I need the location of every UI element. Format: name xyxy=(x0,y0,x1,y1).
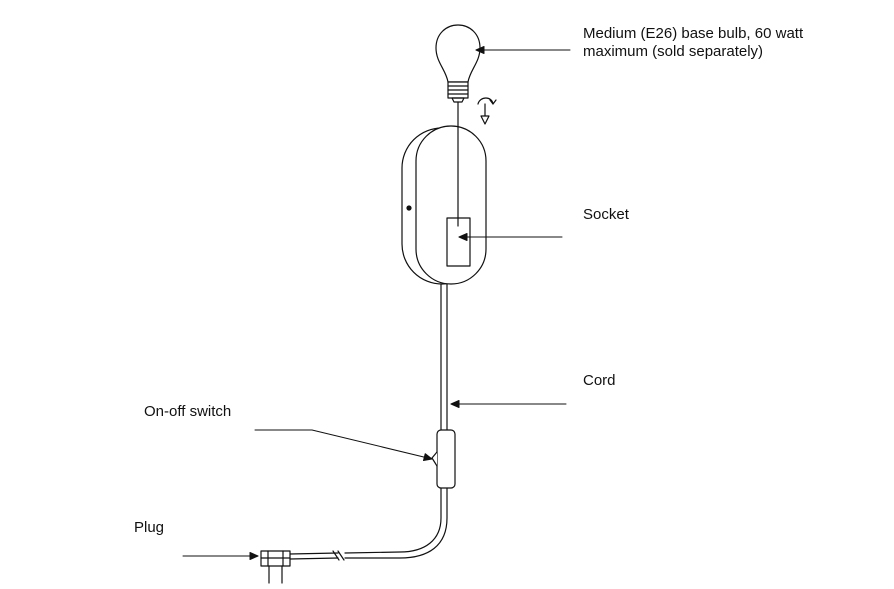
arrow-head xyxy=(450,400,460,408)
cord-label: Cord xyxy=(583,372,616,389)
switch-label: On-off switch xyxy=(144,403,232,420)
rotate-arrow-icon xyxy=(477,97,497,125)
lamp-housing xyxy=(401,125,487,285)
bulb-contact xyxy=(451,97,465,103)
plug-callout: Plug xyxy=(134,519,164,537)
bulb-glass xyxy=(435,24,481,83)
light-bulb xyxy=(435,24,481,103)
cord-callout: Cord xyxy=(583,372,616,390)
arrow-head xyxy=(458,233,468,241)
on-off-switch xyxy=(431,429,456,489)
leader-lines xyxy=(182,46,571,560)
switch-toggle xyxy=(431,451,438,467)
plug-label: Plug xyxy=(134,519,165,536)
mounting-hole xyxy=(406,205,412,211)
switch-leader xyxy=(254,429,433,460)
plug xyxy=(260,550,291,584)
bulb-callout: Medium (E26) base bulb, 60 watt maximum … xyxy=(583,25,803,61)
bulb-callout-line1: Medium (E26) base bulb, 60 watt xyxy=(583,25,804,42)
arrow-head xyxy=(423,453,433,461)
power-cord xyxy=(289,283,448,561)
switch-body xyxy=(436,429,456,489)
arrow-head xyxy=(249,552,259,560)
socket-callout: Socket xyxy=(583,206,629,224)
switch-callout: On-off switch xyxy=(144,403,231,421)
bulb-callout-line2: maximum (sold separately) xyxy=(583,43,764,60)
arrow-head xyxy=(475,46,485,54)
socket-label: Socket xyxy=(583,206,629,223)
